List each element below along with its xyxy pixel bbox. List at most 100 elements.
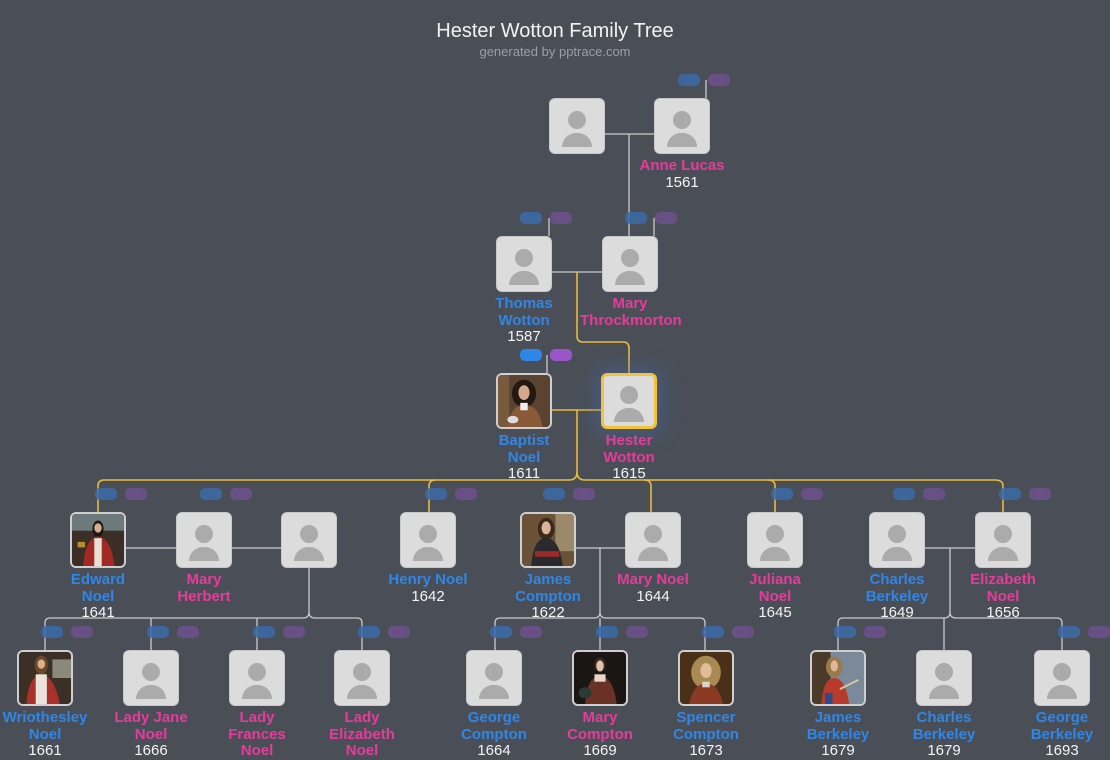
mother-expand-button[interactable] — [1088, 626, 1110, 638]
placeholder-person-body — [189, 547, 219, 561]
father-expand-button[interactable] — [625, 212, 647, 224]
person-name: Mary Herbert — [177, 571, 231, 605]
father-expand-button[interactable] — [834, 626, 856, 638]
avatar[interactable] — [123, 650, 179, 706]
father-expand-button[interactable] — [893, 488, 915, 500]
placeholder-person-icon — [485, 663, 503, 681]
avatar[interactable] — [654, 98, 710, 154]
father-expand-button[interactable] — [520, 349, 542, 361]
avatar[interactable] — [281, 512, 337, 568]
father-expand-button[interactable] — [358, 626, 380, 638]
birth-year: 1611 — [507, 465, 541, 482]
avatar[interactable] — [602, 236, 658, 292]
birth-year: 1661 — [28, 742, 62, 759]
portrait-photo[interactable] — [678, 650, 734, 706]
avatar[interactable] — [466, 650, 522, 706]
mother-expand-button[interactable] — [125, 488, 147, 500]
placeholder-person-icon — [353, 663, 371, 681]
father-expand-button[interactable] — [147, 626, 169, 638]
avatar[interactable] — [625, 512, 681, 568]
father-expand-button[interactable] — [1058, 626, 1080, 638]
mother-expand-button[interactable] — [732, 626, 754, 638]
birth-year: 1669 — [583, 742, 617, 759]
father-expand-button[interactable] — [95, 488, 117, 500]
father-expand-button[interactable] — [678, 74, 700, 86]
placeholder-person-body — [1047, 685, 1077, 699]
portrait-photo[interactable] — [17, 650, 73, 706]
portrait-image — [680, 652, 732, 704]
mother-expand-button[interactable] — [550, 349, 572, 361]
placeholder-person-icon — [1053, 663, 1071, 681]
father-expand-button[interactable] — [771, 488, 793, 500]
placeholder-person-icon — [248, 663, 266, 681]
birth-year: 1587 — [507, 328, 541, 345]
page-subtitle: generated by pptrace.com — [479, 44, 631, 59]
father-expand-button[interactable] — [41, 626, 63, 638]
avatar[interactable] — [496, 236, 552, 292]
placeholder-person-body — [562, 133, 592, 147]
mother-expand-button[interactable] — [626, 626, 648, 638]
mother-expand-button[interactable] — [708, 74, 730, 86]
mother-expand-button[interactable] — [864, 626, 886, 638]
placeholder-person-icon — [766, 525, 784, 543]
placeholder-person-icon — [935, 663, 953, 681]
portrait-photo[interactable] — [520, 512, 576, 568]
father-expand-button[interactable] — [253, 626, 275, 638]
portrait-photo[interactable] — [810, 650, 866, 706]
portrait-image — [498, 375, 550, 427]
mother-expand-button[interactable] — [520, 626, 542, 638]
mother-expand-button[interactable] — [801, 488, 823, 500]
portrait-photo[interactable] — [572, 650, 628, 706]
birth-year: 1679 — [927, 742, 961, 759]
portrait-photo[interactable] — [70, 512, 126, 568]
page-title: Hester Wotton Family Tree — [436, 20, 674, 42]
mother-expand-button[interactable] — [230, 488, 252, 500]
avatar[interactable] — [176, 512, 232, 568]
mother-expand-button[interactable] — [283, 626, 305, 638]
mother-expand-button[interactable] — [550, 212, 572, 224]
father-expand-button[interactable] — [543, 488, 565, 500]
avatar[interactable] — [1034, 650, 1090, 706]
mother-expand-button[interactable] — [455, 488, 477, 500]
portrait-photo[interactable] — [496, 373, 552, 429]
father-expand-button[interactable] — [520, 212, 542, 224]
avatar[interactable] — [334, 650, 390, 706]
mother-expand-button[interactable] — [71, 626, 93, 638]
avatar[interactable] — [916, 650, 972, 706]
portrait-image — [574, 652, 626, 704]
mother-expand-button[interactable] — [1029, 488, 1051, 500]
portrait-image — [72, 514, 124, 566]
mother-expand-button[interactable] — [655, 212, 677, 224]
avatar[interactable] — [229, 650, 285, 706]
avatar[interactable] — [747, 512, 803, 568]
mother-expand-button[interactable] — [177, 626, 199, 638]
father-expand-button[interactable] — [596, 626, 618, 638]
father-expand-button[interactable] — [200, 488, 222, 500]
father-expand-button[interactable] — [425, 488, 447, 500]
mother-expand-button[interactable] — [388, 626, 410, 638]
placeholder-person-icon — [888, 525, 906, 543]
placeholder-person-icon — [300, 525, 318, 543]
birth-year: 1656 — [986, 604, 1020, 621]
father-expand-button[interactable] — [999, 488, 1021, 500]
father-expand-button[interactable] — [490, 626, 512, 638]
avatar-selected[interactable] — [601, 373, 657, 429]
placeholder-person-body — [413, 547, 443, 561]
avatar[interactable] — [975, 512, 1031, 568]
avatar[interactable] — [869, 512, 925, 568]
father-expand-button[interactable] — [702, 626, 724, 638]
avatar[interactable] — [400, 512, 456, 568]
mother-expand-button[interactable] — [573, 488, 595, 500]
mother-expand-button[interactable] — [923, 488, 945, 500]
avatar[interactable] — [549, 98, 605, 154]
